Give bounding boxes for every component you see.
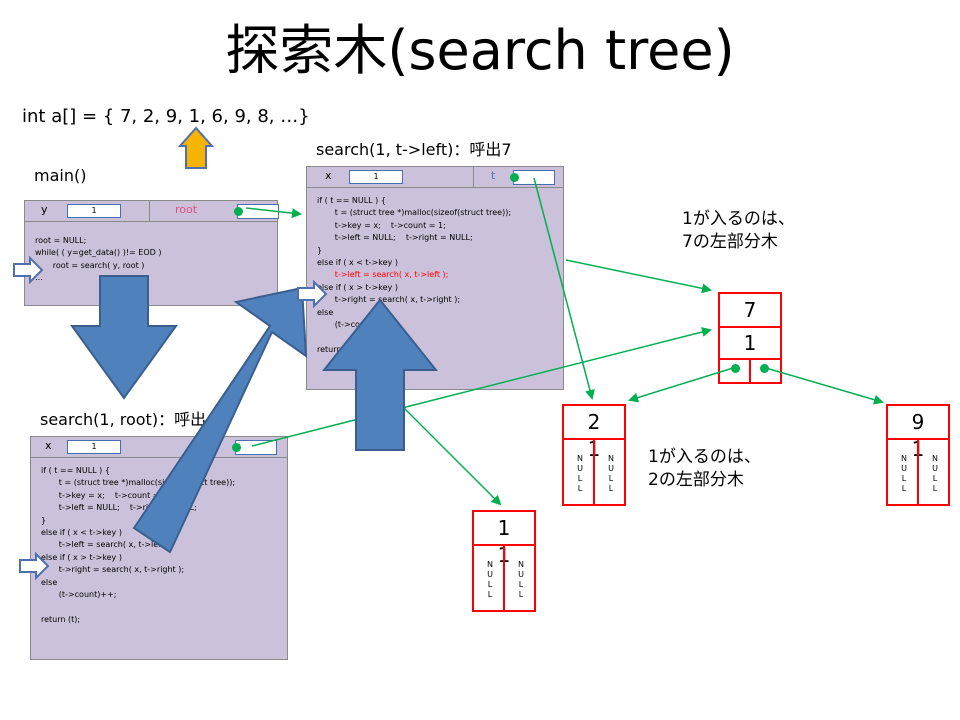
search-root-current-line-arrow: [20, 554, 48, 578]
big-up-arrow: [324, 300, 436, 450]
small-up-arrow: [180, 128, 212, 168]
main-current-line-arrow: [14, 258, 42, 282]
link-root-to-search-frame: [246, 208, 300, 214]
link-frame-to-node-7: [566, 260, 710, 290]
link-root-t-to-node-7: [252, 330, 710, 446]
big-down-arrow: [72, 276, 176, 398]
link-left-t-to-node-2: [534, 178, 592, 398]
link-node-7-right-to-node-9: [766, 368, 882, 402]
link-node-7-left-to-node-2: [630, 368, 733, 400]
